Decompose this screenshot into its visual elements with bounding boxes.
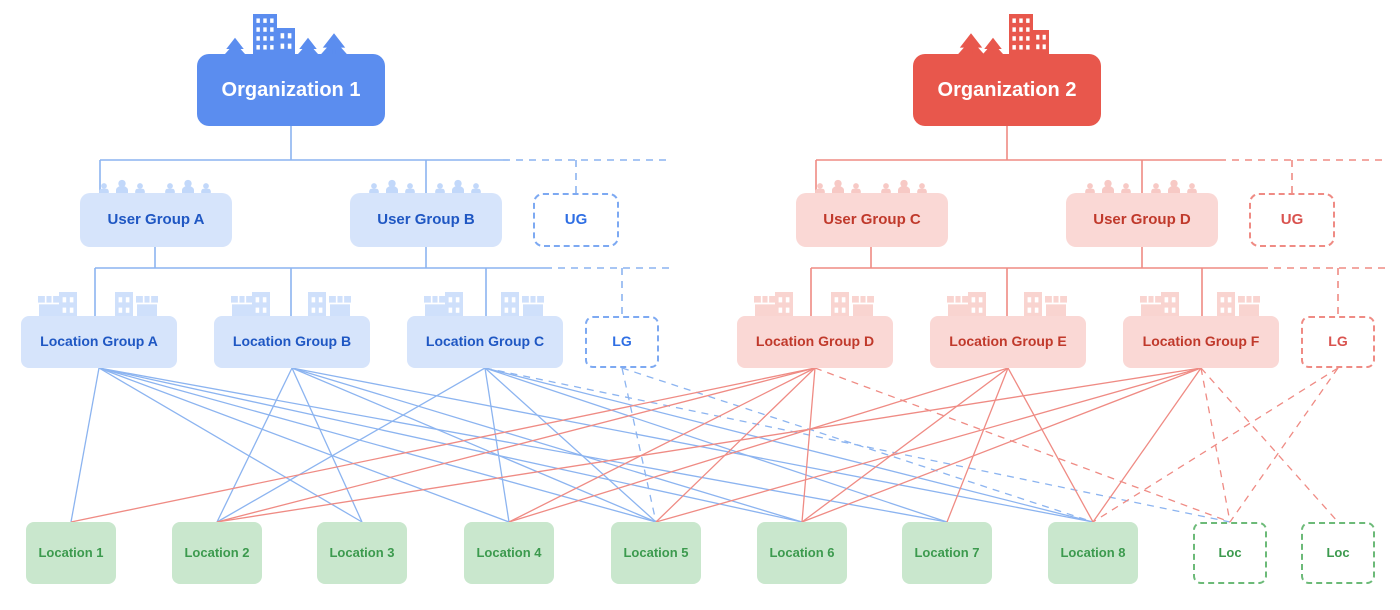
location-node-label: Location 8	[1060, 544, 1126, 560]
location-node-loc6[interactable]: Location 6	[757, 522, 847, 584]
membership-edge	[216, 367, 486, 523]
membership-edge	[70, 367, 100, 523]
location-node-locx1[interactable]: Loc	[1193, 522, 1267, 584]
user-group-node-label: UG	[1280, 210, 1304, 228]
location-group-node-label: Location Group C	[425, 333, 545, 350]
city-skyline-icon	[225, 14, 347, 54]
membership-edge	[508, 367, 1009, 523]
membership-edge	[216, 367, 1202, 523]
location-node-locx2[interactable]: Loc	[1301, 522, 1375, 584]
user-group-node-uga[interactable]: User Group A	[80, 193, 232, 247]
membership-edge	[1229, 367, 1339, 523]
location-node-loc1[interactable]: Location 1	[26, 522, 116, 584]
location-group-node-lge[interactable]: Location Group E	[930, 316, 1086, 368]
membership-edge	[655, 367, 1202, 523]
user-group-node-label: User Group D	[1093, 210, 1191, 228]
membership-edge	[98, 367, 948, 523]
location-node-loc5[interactable]: Location 5	[611, 522, 701, 584]
location-group-node-lgc[interactable]: Location Group C	[407, 316, 563, 368]
membership-edge	[946, 367, 1009, 523]
membership-edge	[1092, 367, 1202, 523]
membership-edge	[801, 367, 816, 523]
location-node-loc7[interactable]: Location 7	[902, 522, 992, 584]
membership-edge	[484, 367, 948, 523]
membership-edge	[484, 367, 1231, 523]
location-group-node-lgd[interactable]: Location Group D	[737, 316, 893, 368]
shops-buildings-icon	[424, 292, 544, 318]
membership-edge	[1092, 367, 1339, 523]
location-group-node-label: LG	[1328, 333, 1348, 350]
shops-buildings-icon	[1140, 292, 1260, 318]
shops-buildings-icon	[231, 292, 351, 318]
location-group-node-lgx2[interactable]: LG	[1301, 316, 1375, 368]
membership-edge	[484, 367, 1094, 523]
membership-edge	[814, 367, 1231, 523]
membership-edge	[216, 367, 293, 523]
location-node-label: Loc	[1218, 544, 1242, 560]
membership-edge	[655, 367, 816, 523]
organization-node-org2[interactable]: Organization 2	[913, 54, 1101, 126]
location-group-node-lgx1[interactable]: LG	[585, 316, 659, 368]
location-node-label: Location 4	[476, 544, 542, 560]
location-group-node-label: Location Group D	[755, 333, 875, 350]
organization-node-label: Organization 2	[937, 79, 1077, 101]
membership-edge	[291, 367, 657, 523]
city-skyline-icon	[958, 14, 1049, 54]
user-group-node-label: User Group C	[823, 210, 921, 228]
membership-edge	[1200, 367, 1339, 523]
membership-edge	[621, 367, 1094, 523]
location-node-label: Location 3	[329, 544, 395, 560]
location-node-label: Location 1	[38, 544, 104, 560]
shops-buildings-icon	[947, 292, 1067, 318]
membership-edge	[216, 367, 816, 523]
user-group-node-ugc[interactable]: User Group C	[796, 193, 948, 247]
shops-buildings-icon	[38, 292, 158, 318]
location-group-node-label: Location Group A	[40, 333, 158, 350]
location-group-node-lgb[interactable]: Location Group B	[214, 316, 370, 368]
user-group-node-ugd[interactable]: User Group D	[1066, 193, 1218, 247]
shops-buildings-icon	[754, 292, 874, 318]
membership-edge	[70, 367, 816, 523]
user-group-node-ugx1[interactable]: UG	[533, 193, 619, 247]
membership-edge	[484, 367, 510, 523]
location-node-label: Location 6	[769, 544, 835, 560]
membership-edge	[98, 367, 803, 523]
membership-edge	[1007, 367, 1094, 523]
user-group-node-ugx2[interactable]: UG	[1249, 193, 1335, 247]
membership-edge	[801, 367, 1202, 523]
location-node-loc4[interactable]: Location 4	[464, 522, 554, 584]
membership-edge	[291, 367, 803, 523]
membership-edge	[98, 367, 510, 523]
location-node-label: Location 5	[623, 544, 689, 560]
location-node-loc3[interactable]: Location 3	[317, 522, 407, 584]
membership-edge	[291, 367, 1094, 523]
location-group-node-label: LG	[612, 333, 632, 350]
membership-edge	[291, 367, 363, 523]
user-group-node-label: User Group A	[107, 210, 205, 228]
location-node-loc2[interactable]: Location 2	[172, 522, 262, 584]
location-group-node-label: Location Group B	[232, 333, 352, 350]
membership-edge	[1200, 367, 1231, 523]
membership-edge	[621, 367, 657, 523]
user-group-node-ugb[interactable]: User Group B	[350, 193, 502, 247]
location-node-label: Location 2	[184, 544, 250, 560]
membership-edge	[484, 367, 657, 523]
location-node-loc8[interactable]: Location 8	[1048, 522, 1138, 584]
user-group-node-label: UG	[564, 210, 588, 228]
organization-node-org1[interactable]: Organization 1	[197, 54, 385, 126]
location-group-node-lgf[interactable]: Location Group F	[1123, 316, 1279, 368]
location-group-node-label: Location Group F	[1142, 333, 1260, 350]
membership-edge	[801, 367, 1009, 523]
membership-edge	[98, 367, 657, 523]
location-group-node-label: Location Group E	[949, 333, 1067, 350]
location-node-label: Location 7	[914, 544, 980, 560]
membership-edge	[508, 367, 816, 523]
location-node-label: Loc	[1326, 544, 1350, 560]
membership-edge	[98, 367, 363, 523]
location-group-node-lga[interactable]: Location Group A	[21, 316, 177, 368]
user-group-node-label: User Group B	[377, 210, 475, 228]
organization-node-label: Organization 1	[221, 79, 361, 101]
